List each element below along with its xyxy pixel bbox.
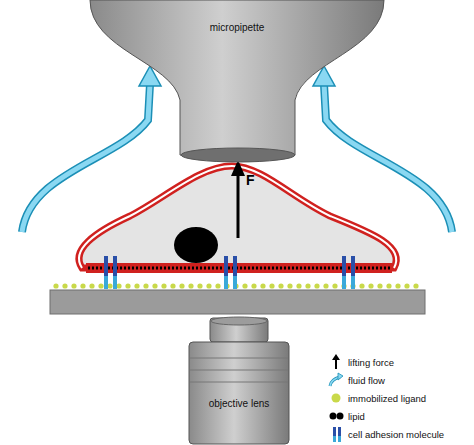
- legend-text: fluid flow: [348, 375, 385, 386]
- ligand-dot: [152, 283, 157, 288]
- ligand-dot: [170, 283, 175, 288]
- adhesion-molecule: [224, 256, 228, 289]
- ligand-dot: [80, 283, 85, 288]
- flow-arrow-outline: [324, 84, 452, 232]
- ligand-dot: [179, 283, 184, 288]
- ligand-dot: [269, 283, 274, 288]
- ligand-dot: [62, 283, 67, 288]
- ligand-dot: [71, 283, 76, 288]
- legend-item: lifting force: [328, 354, 394, 370]
- legend-sample: [328, 426, 344, 442]
- ligand-dot: [332, 283, 337, 288]
- ligand-dot: [197, 283, 202, 288]
- ligand-dot: [377, 283, 382, 288]
- ligand-dot: [404, 283, 409, 288]
- ligand-dot: [188, 283, 193, 288]
- ligand-dot: [107, 283, 112, 288]
- substrate: [50, 290, 425, 314]
- ligand-dot: [314, 283, 319, 288]
- ligand-dot: [125, 283, 130, 288]
- ligand-dot: [206, 283, 211, 288]
- flow-arrow-outline: [22, 84, 150, 232]
- legend-text: cell adhesion molecule: [348, 429, 444, 440]
- legend-item: cell adhesion molecule: [328, 426, 444, 442]
- force-arrow: [237, 174, 240, 238]
- node-label: objective lens: [188, 398, 290, 409]
- ligand-dot: [251, 283, 256, 288]
- adhesion-molecule: [113, 256, 117, 289]
- ligand-dot: [368, 283, 373, 288]
- membrane-gap: [79, 166, 396, 268]
- legend-text: immobilized ligand: [348, 393, 426, 404]
- legend-sample: [328, 354, 344, 370]
- ligand-dot: [278, 283, 283, 288]
- ligand-dot: [53, 283, 58, 288]
- legend-item: immobilized ligand: [328, 390, 426, 406]
- ligand-dot: [359, 283, 364, 288]
- ligand-dot: [395, 283, 400, 288]
- ligand-dot: [143, 283, 148, 288]
- basal-membrane: [86, 263, 392, 265]
- ligand-dot: [242, 283, 247, 288]
- node-outline: [188, 318, 290, 445]
- node-label: micropipette: [88, 22, 386, 33]
- legend-sample: [328, 408, 344, 424]
- legend-item: fluid flow: [328, 372, 385, 388]
- adhesion-molecule: [342, 256, 346, 289]
- legend-text: lipid: [348, 411, 365, 422]
- ligand-dot: [215, 283, 220, 288]
- ligand-dot: [413, 283, 418, 288]
- objective-lens-shape: objective lens: [188, 318, 290, 445]
- force-label: F: [246, 172, 255, 188]
- adhesion-molecule: [104, 256, 108, 289]
- legend-text: lifting force: [348, 357, 394, 368]
- adhesion-molecule: [233, 256, 237, 289]
- adhesion-molecules: [104, 256, 355, 289]
- legend-sample: [328, 372, 344, 388]
- ligand-dot: [116, 283, 121, 288]
- ligand-dot: [260, 283, 265, 288]
- ligand-dot: [98, 283, 103, 288]
- ligand-dot: [161, 283, 166, 288]
- legend-sample: [328, 390, 344, 406]
- ligand-dot: [89, 283, 94, 288]
- flow-arrow: [324, 84, 452, 232]
- basal-membrane: [86, 271, 392, 273]
- nucleus: [174, 227, 218, 263]
- ligand-dot: [323, 283, 328, 288]
- flow-arrow: [22, 84, 150, 232]
- cell-membrane: [79, 166, 396, 268]
- ligand-dot: [287, 283, 292, 288]
- ligand-dot: [296, 283, 301, 288]
- ligand-dot: [386, 283, 391, 288]
- ligand-dot: [134, 283, 139, 288]
- micropipette-shape: micropipette: [88, 0, 386, 162]
- adhesion-molecule: [351, 256, 355, 289]
- legend-item: lipid: [328, 408, 365, 424]
- ligand-dot: [305, 283, 310, 288]
